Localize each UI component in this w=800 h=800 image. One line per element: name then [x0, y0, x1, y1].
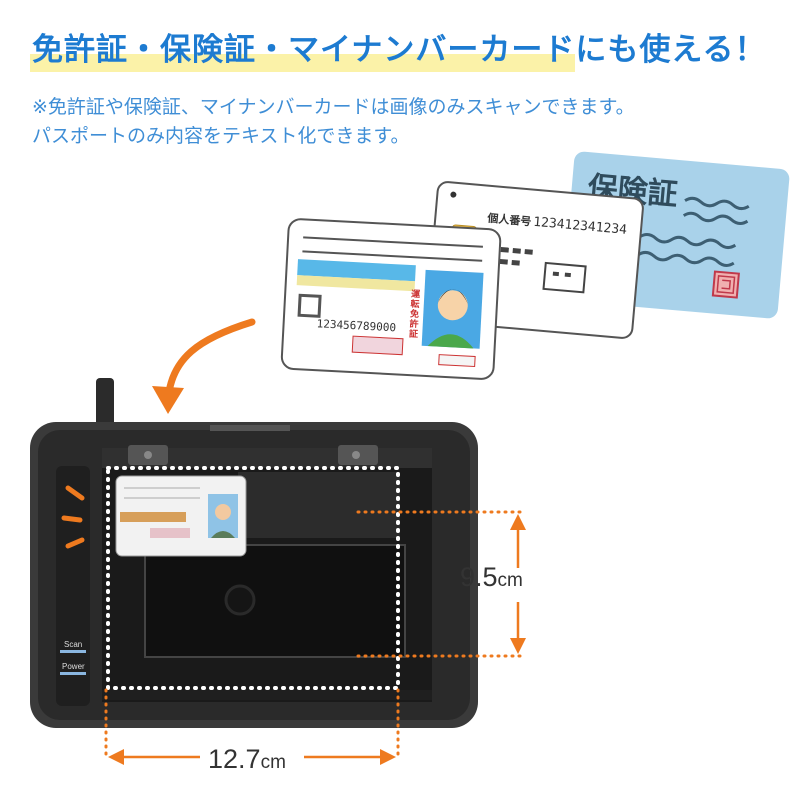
scanned-card: [115, 475, 247, 557]
seal-stamp: [711, 270, 740, 299]
width-arrow: [108, 749, 396, 765]
license-card: [280, 218, 502, 380]
power-button[interactable]: [60, 672, 86, 678]
width-value: 12.7: [208, 744, 261, 774]
scanner-cable: [96, 378, 114, 426]
dimension-guides: [104, 510, 522, 760]
mynumber-label: 個人番号: [486, 211, 532, 229]
height-unit: cm: [497, 570, 523, 591]
scan-button[interactable]: [60, 650, 86, 656]
license-number: 123456789000: [316, 317, 396, 334]
scan-area-outline: [106, 466, 400, 690]
headline-highlight: [30, 54, 575, 72]
power-label: Power: [62, 662, 85, 671]
width-dimension: 12.7cm: [208, 744, 286, 775]
height-arrow: [510, 514, 526, 654]
note-line-2: パスポートのみ内容をテキスト化できます。: [32, 125, 410, 147]
height-dimension: 9.5cm: [460, 562, 523, 593]
scan-label: Scan: [64, 640, 83, 649]
headline: 免許証・保険証・マイナンバーカードにも使える！: [32, 32, 767, 68]
note-line-1: ※免許証や保険証、マイナンバーカードは画像のみスキャンできます。: [32, 96, 635, 118]
height-value: 9.5: [460, 562, 498, 592]
width-unit: cm: [260, 752, 286, 773]
indicator-light: [61, 485, 85, 549]
